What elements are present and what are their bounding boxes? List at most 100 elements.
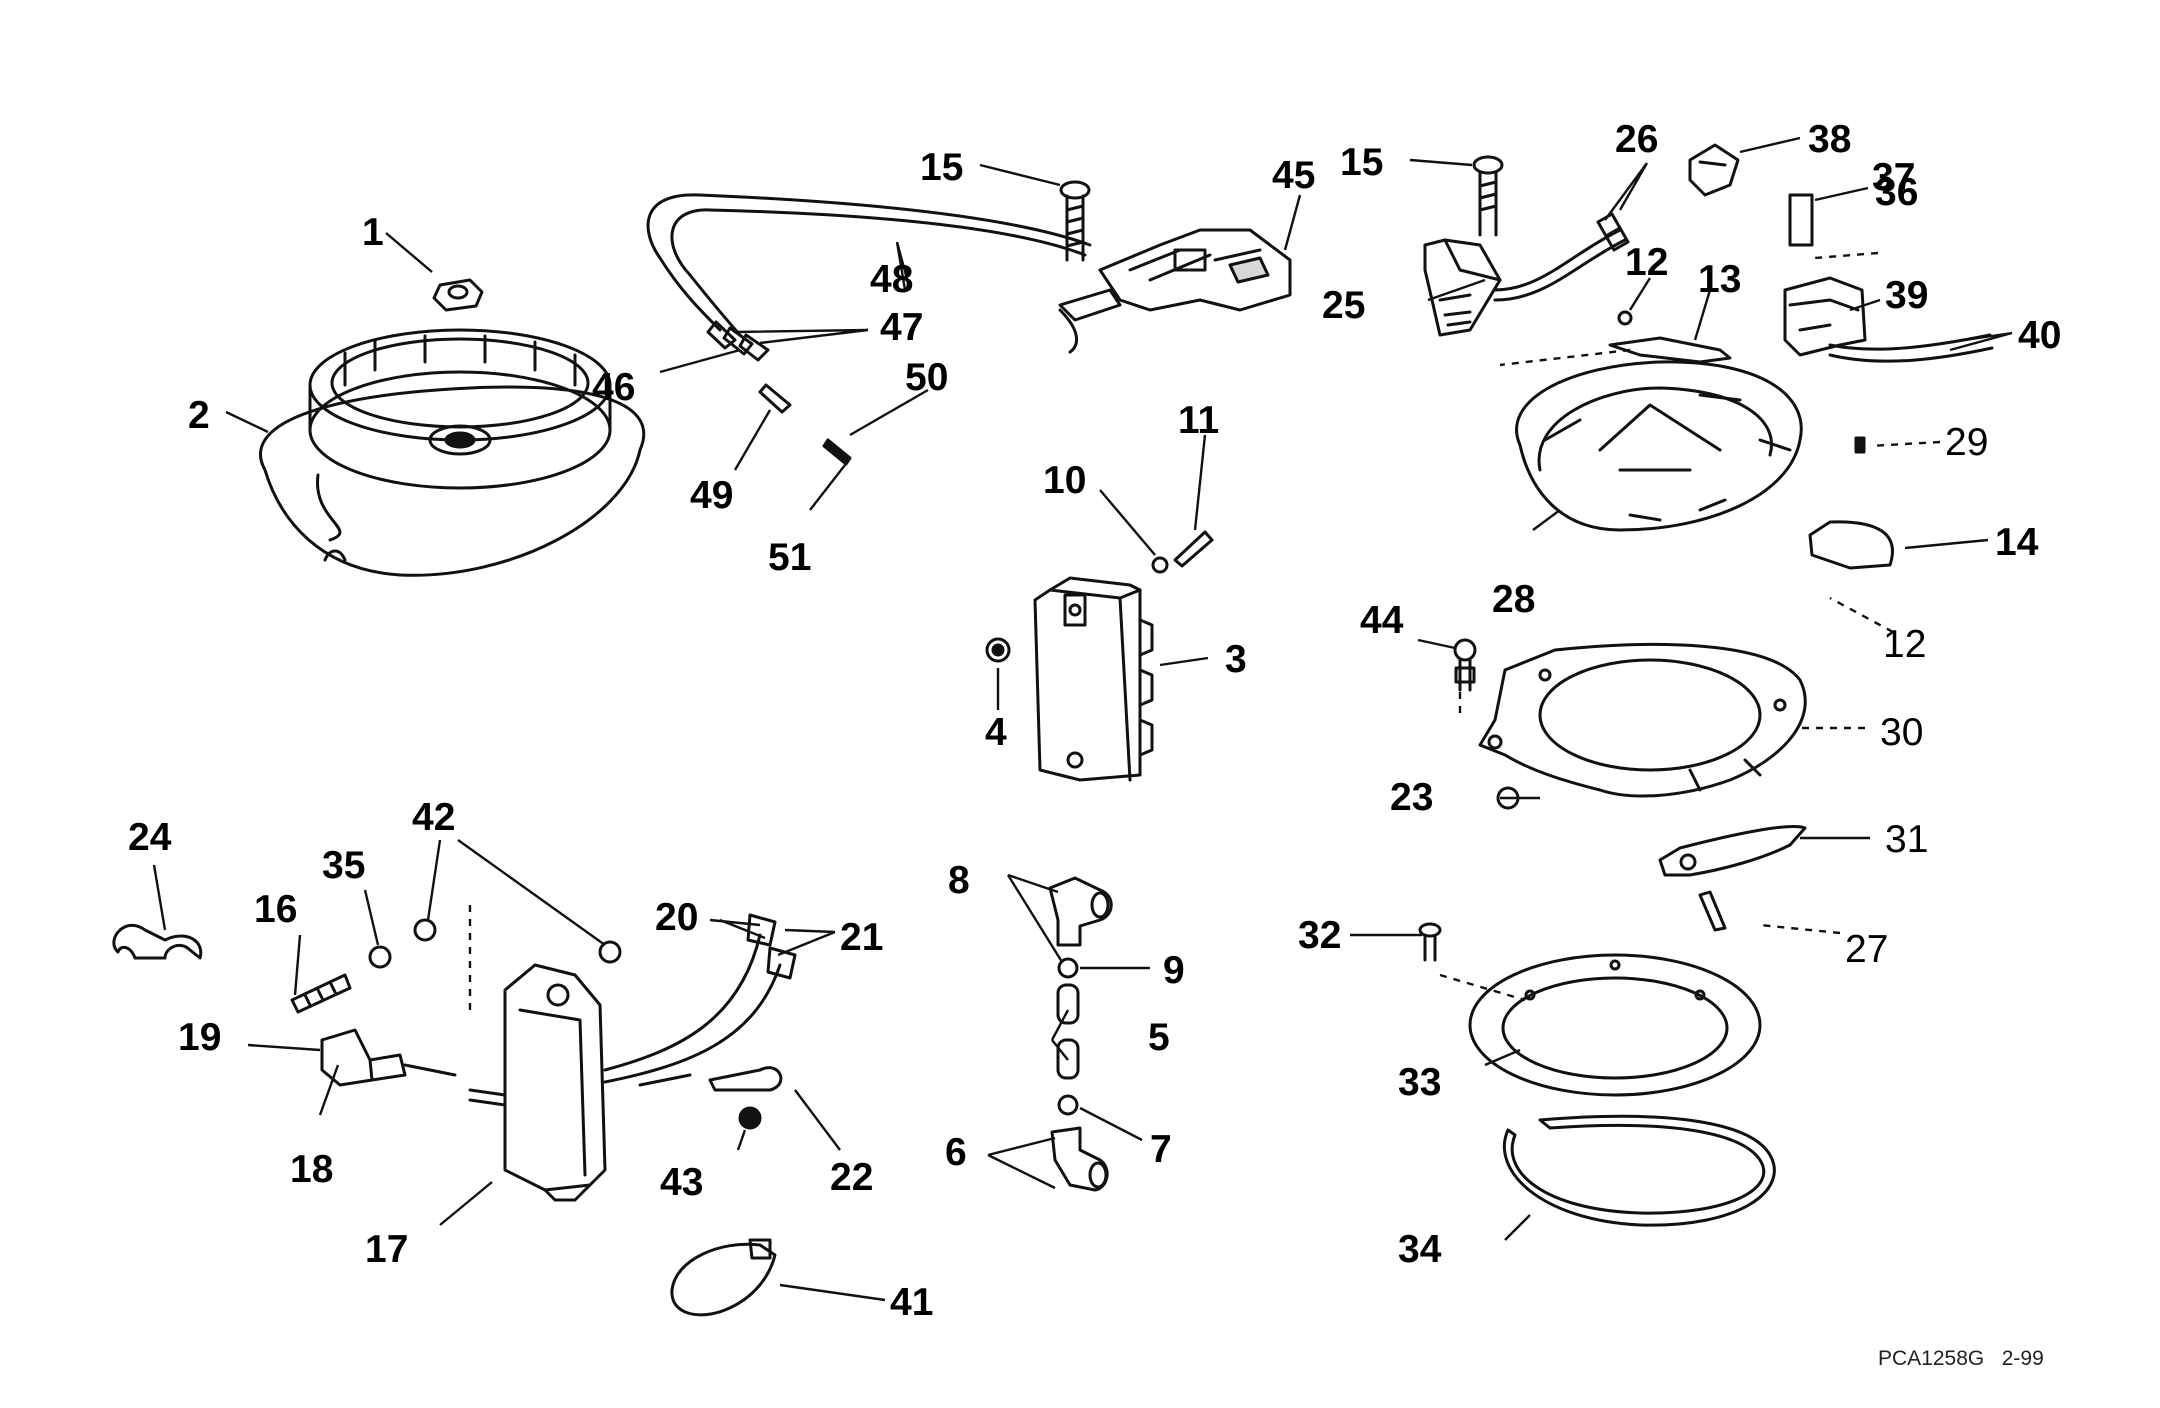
- callout-41: 41: [890, 1281, 933, 1324]
- callout-9: 9: [1163, 949, 1185, 992]
- part-7-spring: [1057, 1094, 1079, 1116]
- part-47-terminals: [706, 320, 770, 362]
- callout-48: 48: [870, 258, 913, 301]
- part-41-clamp: [670, 1238, 777, 1317]
- callout-12a: 12: [1625, 241, 1668, 284]
- part-49-connector: [758, 383, 792, 414]
- part-14-follower: [1808, 520, 1894, 570]
- part-27-screw: [1698, 890, 1727, 932]
- part-22-terminal: [708, 1066, 783, 1092]
- part-50-pin: [822, 438, 852, 466]
- callout-15a: 15: [920, 146, 963, 189]
- callout-50: 50: [905, 356, 948, 399]
- part-37-plug: [1788, 193, 1814, 247]
- callout-28: 28: [1492, 578, 1535, 621]
- part-2-flywheel: [258, 328, 646, 577]
- part-28-armature-plate: [1515, 360, 1803, 532]
- callout-26: 26: [1615, 118, 1658, 161]
- callout-7: 7: [1150, 1128, 1172, 1171]
- part-24-clip: [112, 923, 203, 960]
- callout-15b: 15: [1340, 141, 1383, 184]
- callout-6: 6: [945, 1131, 967, 1174]
- part-38-cap: [1688, 143, 1740, 197]
- callout-20: 20: [655, 896, 698, 939]
- callout-23: 23: [1390, 776, 1433, 819]
- callout-17: 17: [365, 1228, 408, 1271]
- part-1-nut: [432, 278, 484, 312]
- callout-38: 38: [1808, 118, 1851, 161]
- part-35-washer: [368, 945, 392, 969]
- callout-27: 27: [1845, 928, 1888, 971]
- callout-22: 22: [830, 1156, 873, 1199]
- callout-8: 8: [948, 859, 970, 902]
- part-15-screw-left: [1059, 180, 1091, 262]
- part-15-screw-right: [1472, 155, 1504, 237]
- callout-51: 51: [768, 536, 811, 579]
- callout-19: 19: [178, 1016, 221, 1059]
- part-29-pin: [1854, 436, 1866, 454]
- part-19-connector: [320, 1028, 457, 1087]
- part-45-charge-coil: [1058, 228, 1292, 354]
- part-33-retainer-ring: [1468, 953, 1762, 1097]
- part-10-washer: [1151, 556, 1169, 574]
- callout-24: 24: [128, 816, 172, 859]
- callout-46: 46: [592, 366, 635, 409]
- part-8-boot: [1048, 876, 1113, 947]
- part-4-nut: [985, 637, 1011, 663]
- callout-1: 1: [362, 211, 384, 254]
- part-48-leads: [646, 193, 1092, 337]
- callout-35: 35: [322, 844, 365, 887]
- part-6-boot: [1050, 1126, 1109, 1192]
- callout-labels: 1 2 3 4 5 6 7 8 9 10 11 12 12 13 14 15 1…: [128, 118, 2061, 1370]
- callout-25: 25: [1322, 284, 1365, 327]
- callout-32: 32: [1298, 914, 1341, 957]
- callout-12b: 12: [1883, 623, 1926, 666]
- callout-43: 43: [660, 1161, 703, 1204]
- part-3-power-pack: [1033, 576, 1154, 782]
- callout-30: 30: [1880, 711, 1923, 754]
- callout-2: 2: [188, 394, 210, 437]
- callout-40: 40: [2018, 314, 2061, 357]
- part-34-snap-ring: [1502, 1114, 1776, 1227]
- callout-42: 42: [412, 796, 455, 839]
- callout-5: 5: [1148, 1016, 1170, 1059]
- part-43-spring: [738, 1106, 762, 1130]
- leader-lines: [152, 136, 2013, 1302]
- callout-37: 37: [1872, 156, 1915, 199]
- part-25-sensor-coil: [1423, 238, 1502, 337]
- part-44-screw: [1453, 638, 1477, 692]
- callout-13: 13: [1698, 258, 1741, 301]
- callout-29: 29: [1945, 421, 1988, 464]
- callout-47: 47: [880, 306, 923, 349]
- callout-18: 18: [290, 1148, 333, 1191]
- part-26-leads: [1493, 212, 1630, 302]
- part-16-screw: [290, 973, 352, 1014]
- callout-21: 21: [840, 916, 883, 959]
- callout-16: 16: [254, 888, 297, 931]
- part-42-grommet-left: [413, 918, 437, 942]
- part-13-retainer: [1608, 310, 1732, 364]
- callout-34: 34: [1398, 1228, 1442, 1271]
- part-32-screw: [1418, 922, 1442, 962]
- part-17-rectifier: [468, 963, 607, 1202]
- callout-39: 39: [1885, 274, 1928, 317]
- callout-14: 14: [1995, 521, 2039, 564]
- part-39-coil: [1783, 276, 1867, 357]
- callout-45: 45: [1272, 154, 1315, 197]
- callout-31: 31: [1885, 818, 1928, 861]
- part-42-grommet-right: [598, 940, 622, 964]
- part-20-21-leads: [603, 913, 797, 1087]
- callout-49: 49: [690, 474, 733, 517]
- part-31-throttle-cam: [1658, 824, 1807, 877]
- callout-44: 44: [1360, 599, 1404, 642]
- part-11-screw: [1173, 530, 1214, 568]
- part-9-spring: [1057, 957, 1079, 979]
- callout-10: 10: [1043, 459, 1086, 502]
- callout-4: 4: [985, 711, 1007, 754]
- part-5-sleeves: [1056, 983, 1080, 1080]
- reference-code: PCA1258G 2-99: [1878, 1347, 2044, 1370]
- callout-36: 36: [1875, 171, 1918, 214]
- callout-33: 33: [1398, 1061, 1441, 1104]
- callout-3: 3: [1225, 638, 1247, 681]
